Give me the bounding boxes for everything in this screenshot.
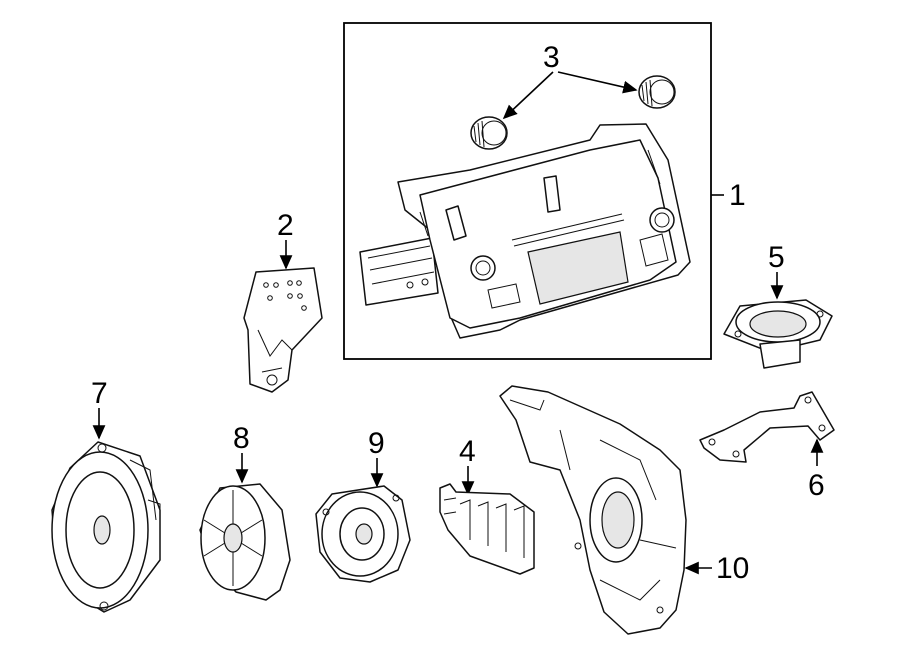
control-knob-right	[638, 75, 676, 109]
radio-head-unit	[359, 123, 691, 339]
door-speaker-7	[51, 441, 161, 613]
callout-1: 1	[729, 179, 746, 212]
tweeter-speaker	[723, 299, 833, 369]
callout-9: 9	[368, 427, 385, 460]
speaker-bracket	[699, 391, 835, 463]
amplifier-module	[439, 483, 535, 575]
callout-2: 2	[277, 209, 294, 242]
callout-6: 6	[808, 469, 825, 502]
control-knob-left	[470, 116, 508, 150]
callout-7: 7	[91, 377, 108, 410]
subwoofer-enclosure	[499, 385, 687, 635]
mounting-bracket	[243, 267, 323, 393]
speaker-9	[315, 485, 411, 583]
callout-3: 3	[543, 41, 560, 74]
callout-3-arrow-right	[557, 71, 638, 94]
callout-10: 10	[716, 552, 749, 585]
callout-3-arrow-left	[502, 71, 554, 120]
head-unit-frame	[343, 22, 712, 360]
speaker-8	[199, 483, 291, 601]
callout-8: 8	[233, 422, 250, 455]
callout-5: 5	[768, 241, 785, 274]
callout-4: 4	[459, 435, 476, 468]
